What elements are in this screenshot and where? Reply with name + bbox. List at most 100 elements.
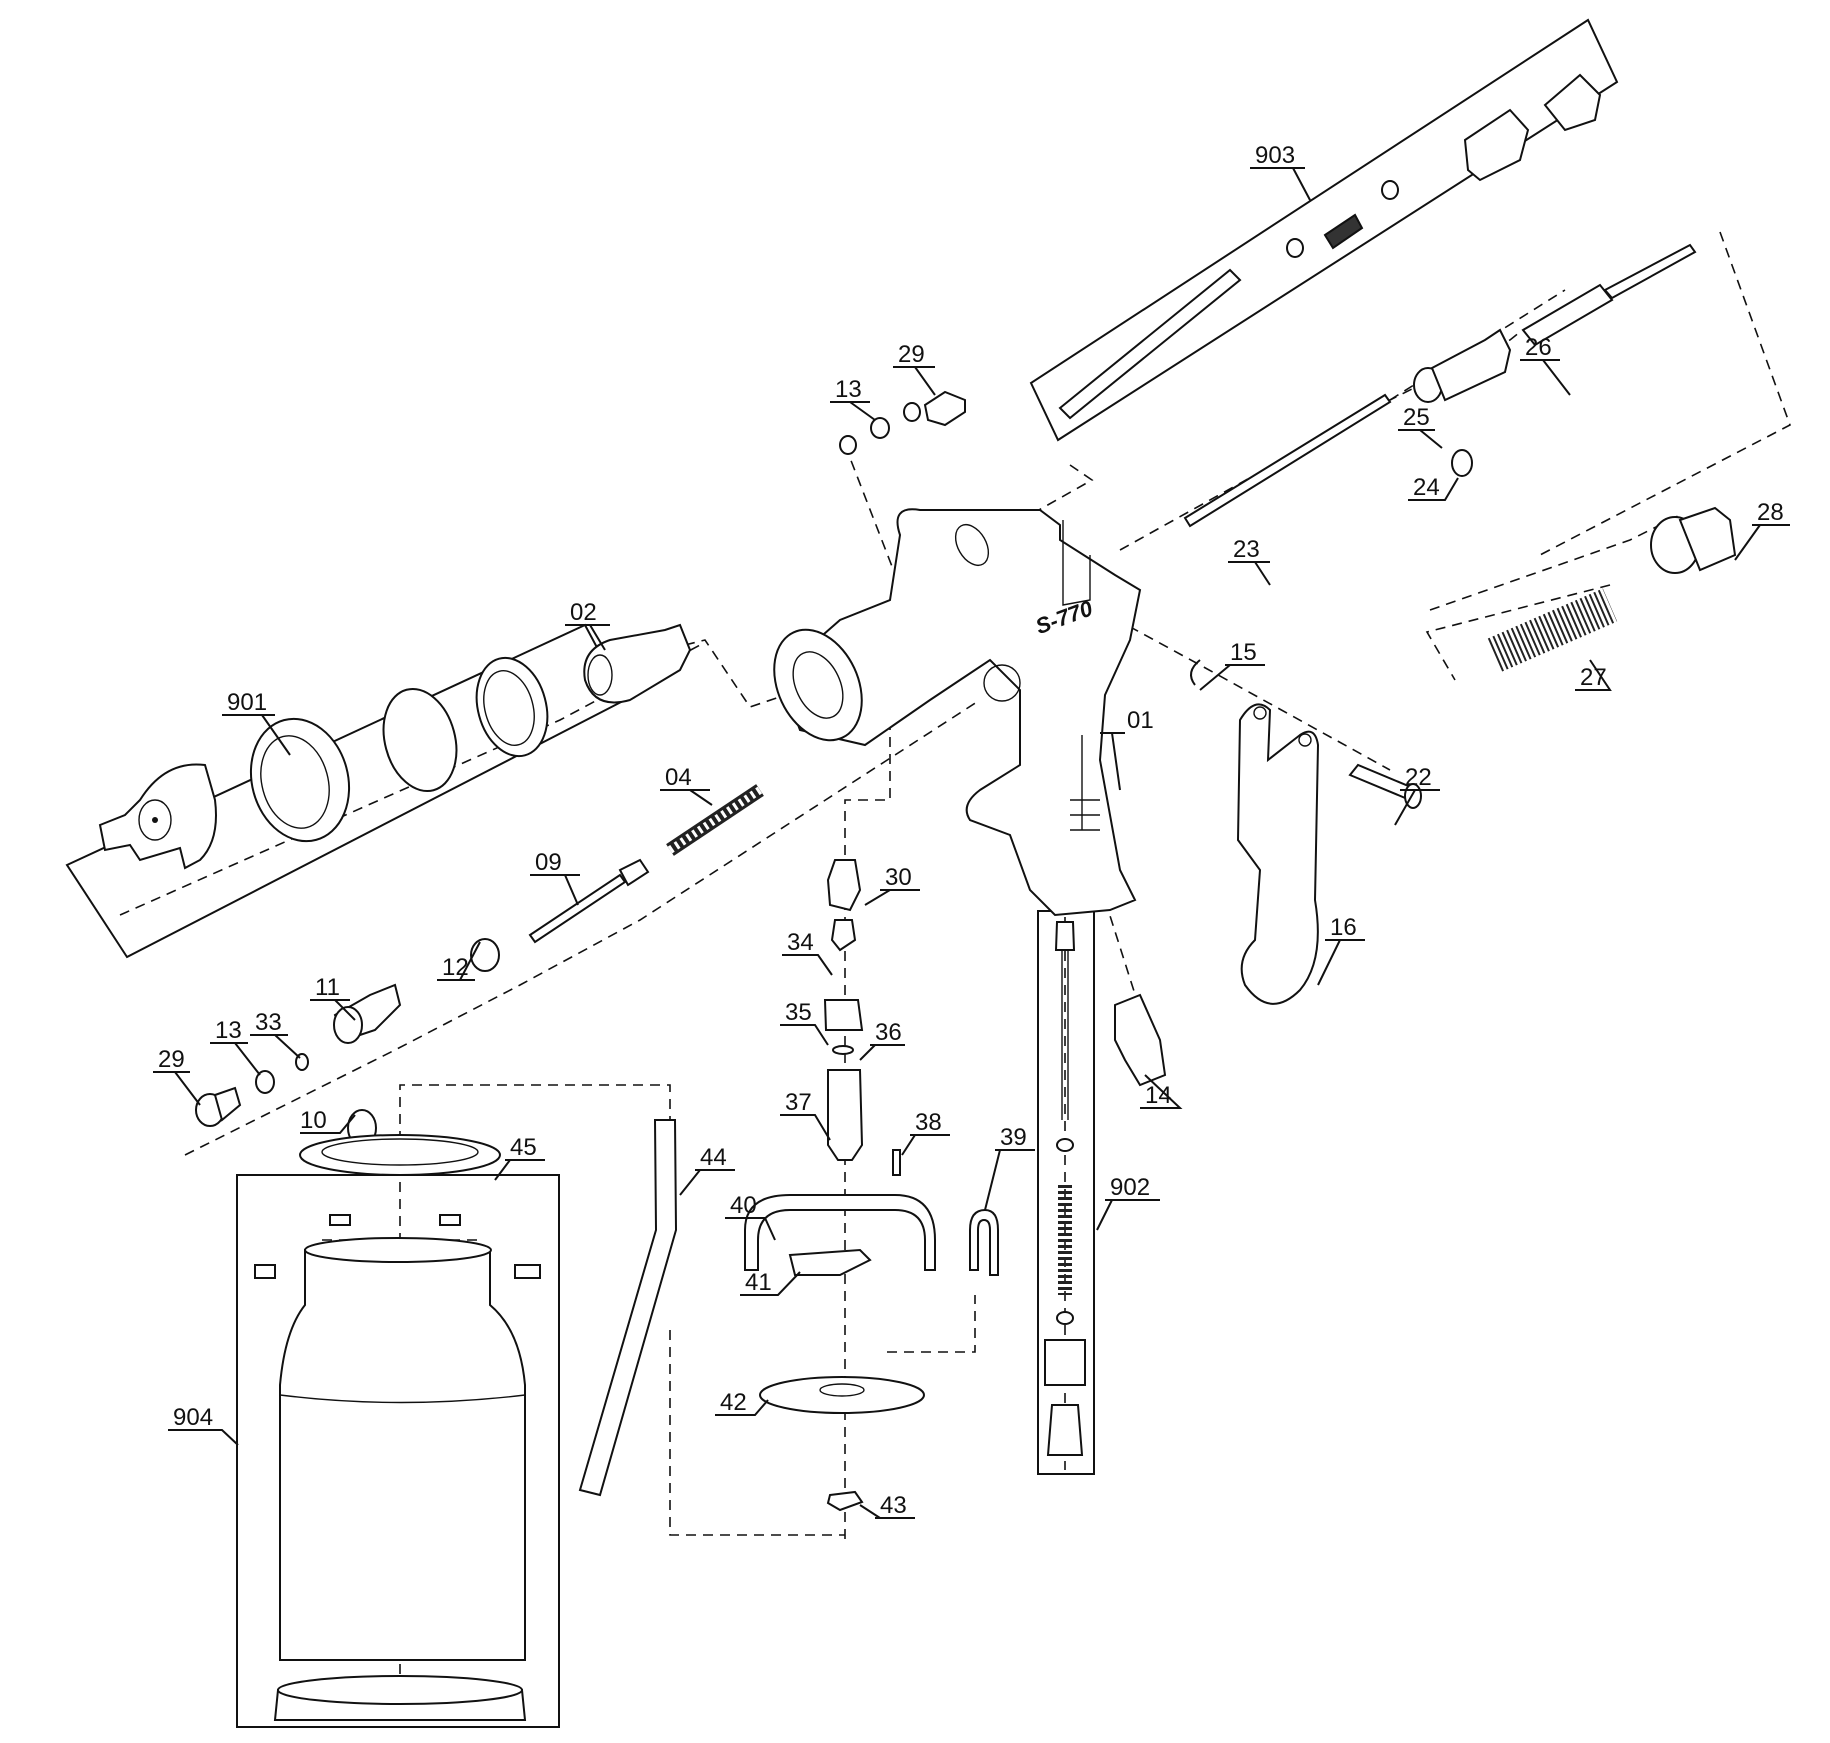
trigger-16 — [1236, 703, 1320, 1005]
washer-903-a — [1286, 238, 1304, 258]
packing-nut-11 — [333, 983, 402, 1044]
callout-34: 34 — [787, 929, 814, 956]
callout-904: 904 — [173, 1404, 213, 1431]
washer-13-top — [870, 417, 890, 439]
needle-spring — [666, 784, 764, 856]
knob-903 — [1543, 73, 1602, 132]
callout-40: 40 — [730, 1192, 757, 1219]
rivet-1 — [329, 1214, 351, 1226]
adjuster-rod-26 — [1521, 283, 1614, 347]
callout-22: 22 — [1405, 764, 1432, 791]
callout-36: 36 — [875, 1019, 902, 1046]
washer-903-b — [1381, 180, 1399, 200]
air-cap — [98, 763, 217, 870]
cup-body — [279, 1237, 526, 1661]
e-clip-15 — [1190, 659, 1201, 686]
axis-14 — [1104, 899, 1141, 1011]
callout-09: 09 — [535, 849, 562, 876]
hex-bushing-903 — [1463, 108, 1530, 182]
axis-903-link — [1029, 464, 1094, 516]
callout-13-lower: 13 — [215, 1017, 242, 1044]
axis-tube-loop — [399, 1084, 671, 1345]
callout-29-top: 29 — [898, 341, 925, 368]
o-ring-24 — [1451, 449, 1473, 477]
washer-902-b — [1056, 1311, 1074, 1325]
callout-04: 04 — [665, 764, 692, 791]
axis-26-box — [1539, 231, 1791, 556]
callout-12: 12 — [442, 954, 469, 981]
callout-44: 44 — [700, 1144, 727, 1171]
callout-41: 41 — [745, 1269, 772, 1296]
valve-stem-902 — [1061, 950, 1069, 1120]
fluid-knob-28 — [1650, 506, 1737, 574]
callout-38: 38 — [915, 1109, 942, 1136]
callout-15: 15 — [1230, 639, 1257, 666]
baffle-ring — [475, 656, 549, 758]
callout-35: 35 — [785, 999, 812, 1026]
axis-39 — [887, 1295, 976, 1353]
callout-901: 901 — [227, 689, 267, 716]
axis-nozzle-body — [684, 639, 801, 708]
callout-13-top: 13 — [835, 376, 862, 403]
callout-02: 02 — [570, 599, 597, 626]
axis-30 — [844, 720, 891, 865]
washer-top-b — [903, 402, 921, 422]
callout-25: 25 — [1403, 404, 1430, 431]
air-valve-housing-25 — [1413, 328, 1512, 403]
assembly-box-903 — [1029, 18, 1619, 442]
lock-nut-43 — [826, 1490, 864, 1512]
axis-needle — [184, 699, 981, 1156]
rivet-3 — [254, 1264, 276, 1279]
axis-trigger — [979, 544, 1391, 771]
adjuster-rod-26-tip — [1603, 243, 1697, 300]
callout-10: 10 — [300, 1107, 327, 1134]
seal-ring — [382, 687, 458, 793]
pattern-rod — [1058, 268, 1242, 420]
cup-bracket-40 — [744, 1194, 936, 1271]
fluid-inlet-30 — [826, 859, 862, 912]
callout-26: 26 — [1525, 334, 1552, 361]
nut-35 — [823, 999, 864, 1031]
connector-34 — [830, 919, 857, 952]
rivet-4 — [514, 1264, 541, 1279]
cup-lid-42 — [759, 1376, 925, 1414]
callout-23: 23 — [1233, 536, 1260, 563]
clamp-lever-41 — [788, 1248, 872, 1276]
axis-27-box — [1425, 584, 1611, 681]
air-inlet-14 — [1114, 993, 1167, 1087]
callout-28: 28 — [1757, 499, 1784, 526]
callout-29-lower: 29 — [158, 1046, 185, 1073]
callout-42: 42 — [720, 1389, 747, 1416]
siphon-tube-44 — [578, 1119, 678, 1497]
callout-30: 30 — [885, 864, 912, 891]
axis-tube-bottom — [669, 1330, 845, 1536]
spring-903 — [1323, 213, 1364, 250]
washer-12 — [470, 938, 500, 972]
plug-screw-29-lower — [195, 1086, 242, 1127]
callout-45: 45 — [510, 1134, 537, 1161]
callout-01: 01 — [1127, 707, 1154, 734]
callout-24: 24 — [1413, 474, 1440, 501]
check-valve-38 — [892, 1149, 901, 1176]
callout-43: 43 — [880, 1492, 907, 1519]
callout-14: 14 — [1145, 1082, 1172, 1109]
seal-36 — [832, 1045, 854, 1055]
callout-903: 903 — [1255, 142, 1295, 169]
valve-tip-902 — [1054, 921, 1076, 951]
spring-27 — [1487, 588, 1618, 672]
callout-27: 27 — [1580, 664, 1607, 691]
axis-28 — [1429, 514, 1681, 611]
callout-11: 11 — [315, 974, 340, 1001]
washer-13-lower — [255, 1070, 275, 1094]
callout-37: 37 — [785, 1089, 812, 1116]
plug-screw-29-top — [923, 390, 966, 427]
callout-16: 16 — [1330, 914, 1357, 941]
vent-tube-39 — [969, 1208, 999, 1276]
valve-housing-902 — [1044, 1339, 1086, 1386]
washer-top-a — [839, 435, 857, 455]
fluid-nozzle — [583, 623, 692, 704]
needle — [528, 858, 650, 944]
callout-39: 39 — [1000, 1124, 1027, 1151]
rivet-2 — [439, 1214, 461, 1226]
